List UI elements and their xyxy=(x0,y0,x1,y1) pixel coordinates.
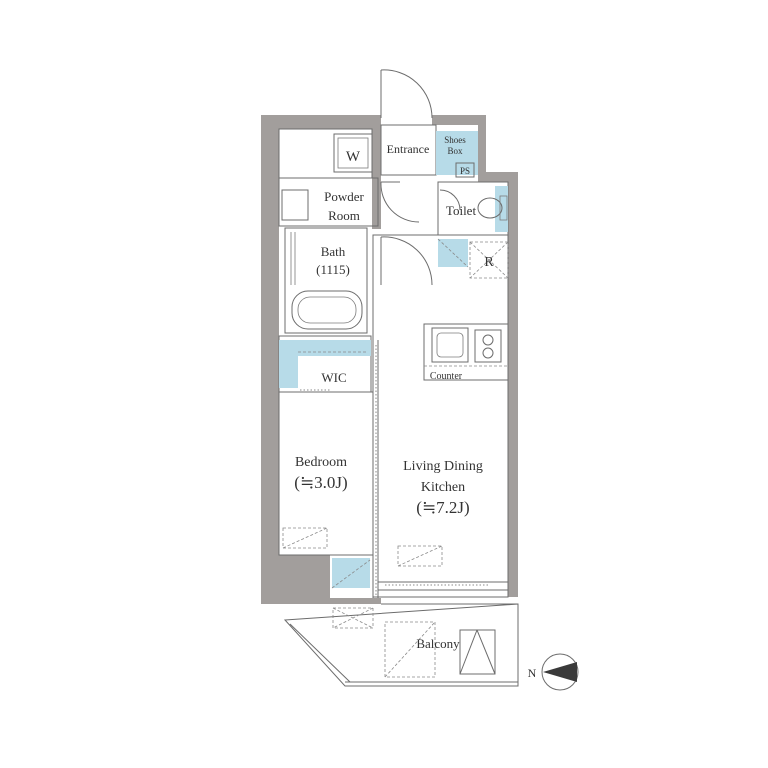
doors xyxy=(380,69,461,286)
shoes-box-fill xyxy=(436,131,478,175)
washer-label: W xyxy=(346,149,361,165)
shoes-box-label-1: Shoes xyxy=(444,135,466,145)
bath-label: Bath xyxy=(321,244,346,259)
toilet-door-swing xyxy=(439,189,461,211)
wic-label: WIC xyxy=(321,370,346,385)
evacuation-hatch xyxy=(459,629,496,675)
entrance-partition xyxy=(372,129,381,229)
refrigerator-space xyxy=(469,241,509,279)
burner-icon xyxy=(482,334,494,346)
powder-door-swing xyxy=(380,181,420,223)
balcony xyxy=(283,603,519,687)
burner-icon xyxy=(482,347,494,359)
washer: W xyxy=(333,133,373,173)
powder-room-label-2: Room xyxy=(328,208,360,223)
ldk-size-label: (≒7.2J) xyxy=(416,498,469,517)
interior-lines xyxy=(278,124,509,598)
counter-label: Counter xyxy=(430,371,463,382)
bath-size-label: (1115) xyxy=(316,262,350,277)
ps-box xyxy=(455,162,475,178)
compass-circle xyxy=(541,653,579,691)
balcony-outline xyxy=(283,603,519,687)
bedroom-outline xyxy=(278,391,374,556)
counter-outline xyxy=(423,323,509,381)
bathtub xyxy=(291,290,363,330)
stove xyxy=(474,329,502,363)
wic-shelf-fill xyxy=(279,340,298,388)
wic-rail-fill xyxy=(298,340,371,356)
toilet-bowl-icon xyxy=(477,197,503,219)
fixtures-blue xyxy=(279,131,508,588)
entrance-label: Entrance xyxy=(387,142,430,156)
ldk-window-marker xyxy=(397,545,443,567)
kitchen-counter xyxy=(423,323,509,381)
balcony-label: Balcony xyxy=(416,636,460,651)
west-wall xyxy=(261,115,381,604)
north-arrow-icon xyxy=(543,662,577,682)
hall-door-swing xyxy=(380,236,433,286)
north-label: N xyxy=(528,666,537,680)
powder-room-label-1: Powder xyxy=(324,189,364,204)
bedroom-label: Bedroom xyxy=(295,455,347,470)
ldk-window xyxy=(378,581,508,591)
ldk-label-1: Living Dining xyxy=(403,459,483,474)
exterior-walls xyxy=(261,115,518,604)
north-wall-right xyxy=(432,115,518,597)
ps-label: PS xyxy=(460,166,470,176)
refrigerator-label: R xyxy=(484,255,494,270)
bath-outline xyxy=(284,227,368,334)
bedroom-window-marker xyxy=(282,527,328,549)
room-labels: Entrance Shoes Box PS Powder Room Toilet… xyxy=(294,135,494,651)
ldk-outline xyxy=(372,234,509,598)
kitchen-sink xyxy=(431,327,469,363)
toilet-label: Toilet xyxy=(446,203,477,218)
bedroom-size-label: (≒3.0J) xyxy=(294,473,347,492)
bedroom-closet-fill xyxy=(332,558,370,588)
washer-box xyxy=(333,133,373,173)
powder-sink xyxy=(281,189,309,221)
ldk-label-2: Kitchen xyxy=(421,480,465,495)
compass: N xyxy=(528,653,579,691)
shoes-box-label-2: Box xyxy=(447,146,463,156)
entrance-door-swing xyxy=(380,69,433,119)
